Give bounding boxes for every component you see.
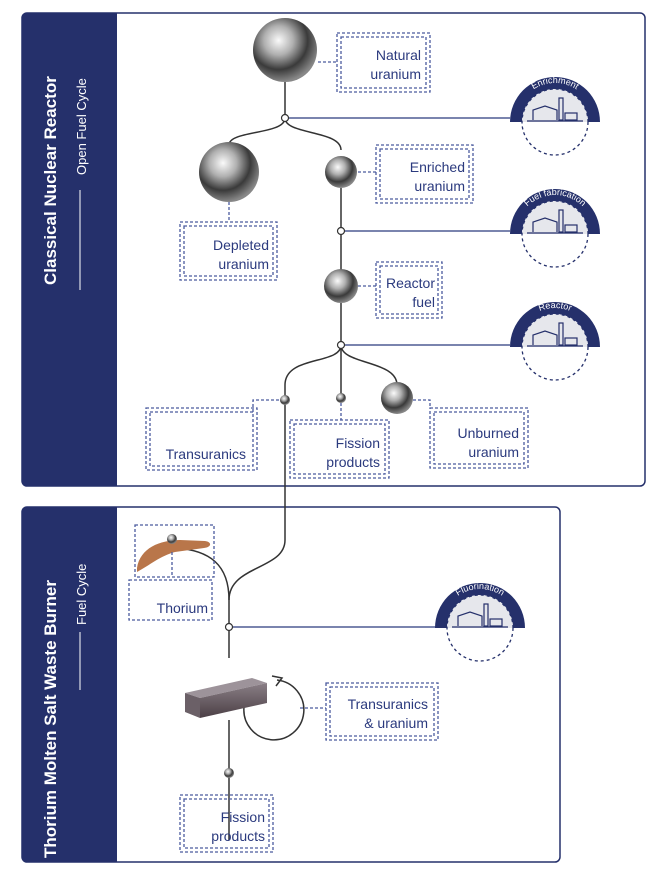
junction-node xyxy=(336,340,346,350)
label-fission-products: Fission products xyxy=(289,403,390,479)
unburned-uranium-sphere xyxy=(381,382,413,414)
badge-fluorination: Fluorination xyxy=(435,581,525,662)
svg-text:Natural: Natural xyxy=(376,47,421,63)
label-transuranics: Transuranics xyxy=(145,399,280,471)
svg-text:Depleted: Depleted xyxy=(213,237,269,253)
hand-thorium-image xyxy=(137,534,211,572)
badge-reactor: Reactor xyxy=(510,300,600,381)
label-transuranics-uranium: Transuranics & uranium xyxy=(300,682,439,741)
svg-text:fuel: fuel xyxy=(412,294,435,310)
badge-enrichment: Enrichment xyxy=(510,75,600,156)
panel1-title: Classical Nuclear Reactor xyxy=(41,76,60,285)
svg-text:Unburned: Unburned xyxy=(458,425,520,441)
svg-text:Thorium: Thorium xyxy=(157,600,208,616)
fission-products-sphere xyxy=(336,393,346,403)
svg-text:Reactor: Reactor xyxy=(386,275,435,291)
panel-classical-reactor: Classical Nuclear Reactor Open Fuel Cycl… xyxy=(21,12,646,487)
label-natural-uranium: Natural uranium xyxy=(318,32,431,93)
panel2-subtitle: Fuel Cycle xyxy=(74,564,89,625)
svg-text:products: products xyxy=(211,828,265,844)
molten-salt-reactor-image xyxy=(185,678,267,718)
svg-text:Fission: Fission xyxy=(336,435,380,451)
svg-text:uranium: uranium xyxy=(218,256,269,272)
enriched-uranium-sphere xyxy=(325,156,357,188)
panel1-subtitle: Open Fuel Cycle xyxy=(74,78,89,175)
svg-text:& uranium: & uranium xyxy=(364,715,428,731)
depleted-uranium-sphere xyxy=(199,142,259,202)
badge-fabrication: Fuel fabrication xyxy=(510,187,600,268)
svg-text:Transuranics: Transuranics xyxy=(348,696,428,712)
natural-uranium-sphere xyxy=(253,18,317,82)
junction-node xyxy=(336,226,346,236)
svg-text:Fission: Fission xyxy=(221,809,265,825)
junction-node xyxy=(280,113,290,123)
label-unburned-uranium: Unburned uranium xyxy=(413,399,529,469)
panel2-title: Thorium Molten Salt Waste Burner xyxy=(41,580,60,858)
svg-text:uranium: uranium xyxy=(468,444,519,460)
svg-text:products: products xyxy=(326,454,380,470)
fission-products-sphere-2 xyxy=(224,768,234,778)
label-fission-products-2: Fission products xyxy=(179,794,274,853)
badge-label: Reactor xyxy=(537,300,573,313)
label-reactor-fuel: Reactor fuel xyxy=(358,261,443,319)
svg-text:Enriched: Enriched xyxy=(410,159,465,175)
label-thorium: Thorium xyxy=(128,524,215,621)
svg-text:uranium: uranium xyxy=(414,178,465,194)
svg-text:Transuranics: Transuranics xyxy=(166,446,246,462)
junction-node xyxy=(224,622,234,632)
svg-text:uranium: uranium xyxy=(370,66,421,82)
transuranics-sphere xyxy=(280,395,290,405)
label-depleted-uranium: Depleted uranium xyxy=(179,202,278,281)
reactor-fuel-sphere xyxy=(324,269,358,303)
label-enriched-uranium: Enriched uranium xyxy=(358,144,474,204)
